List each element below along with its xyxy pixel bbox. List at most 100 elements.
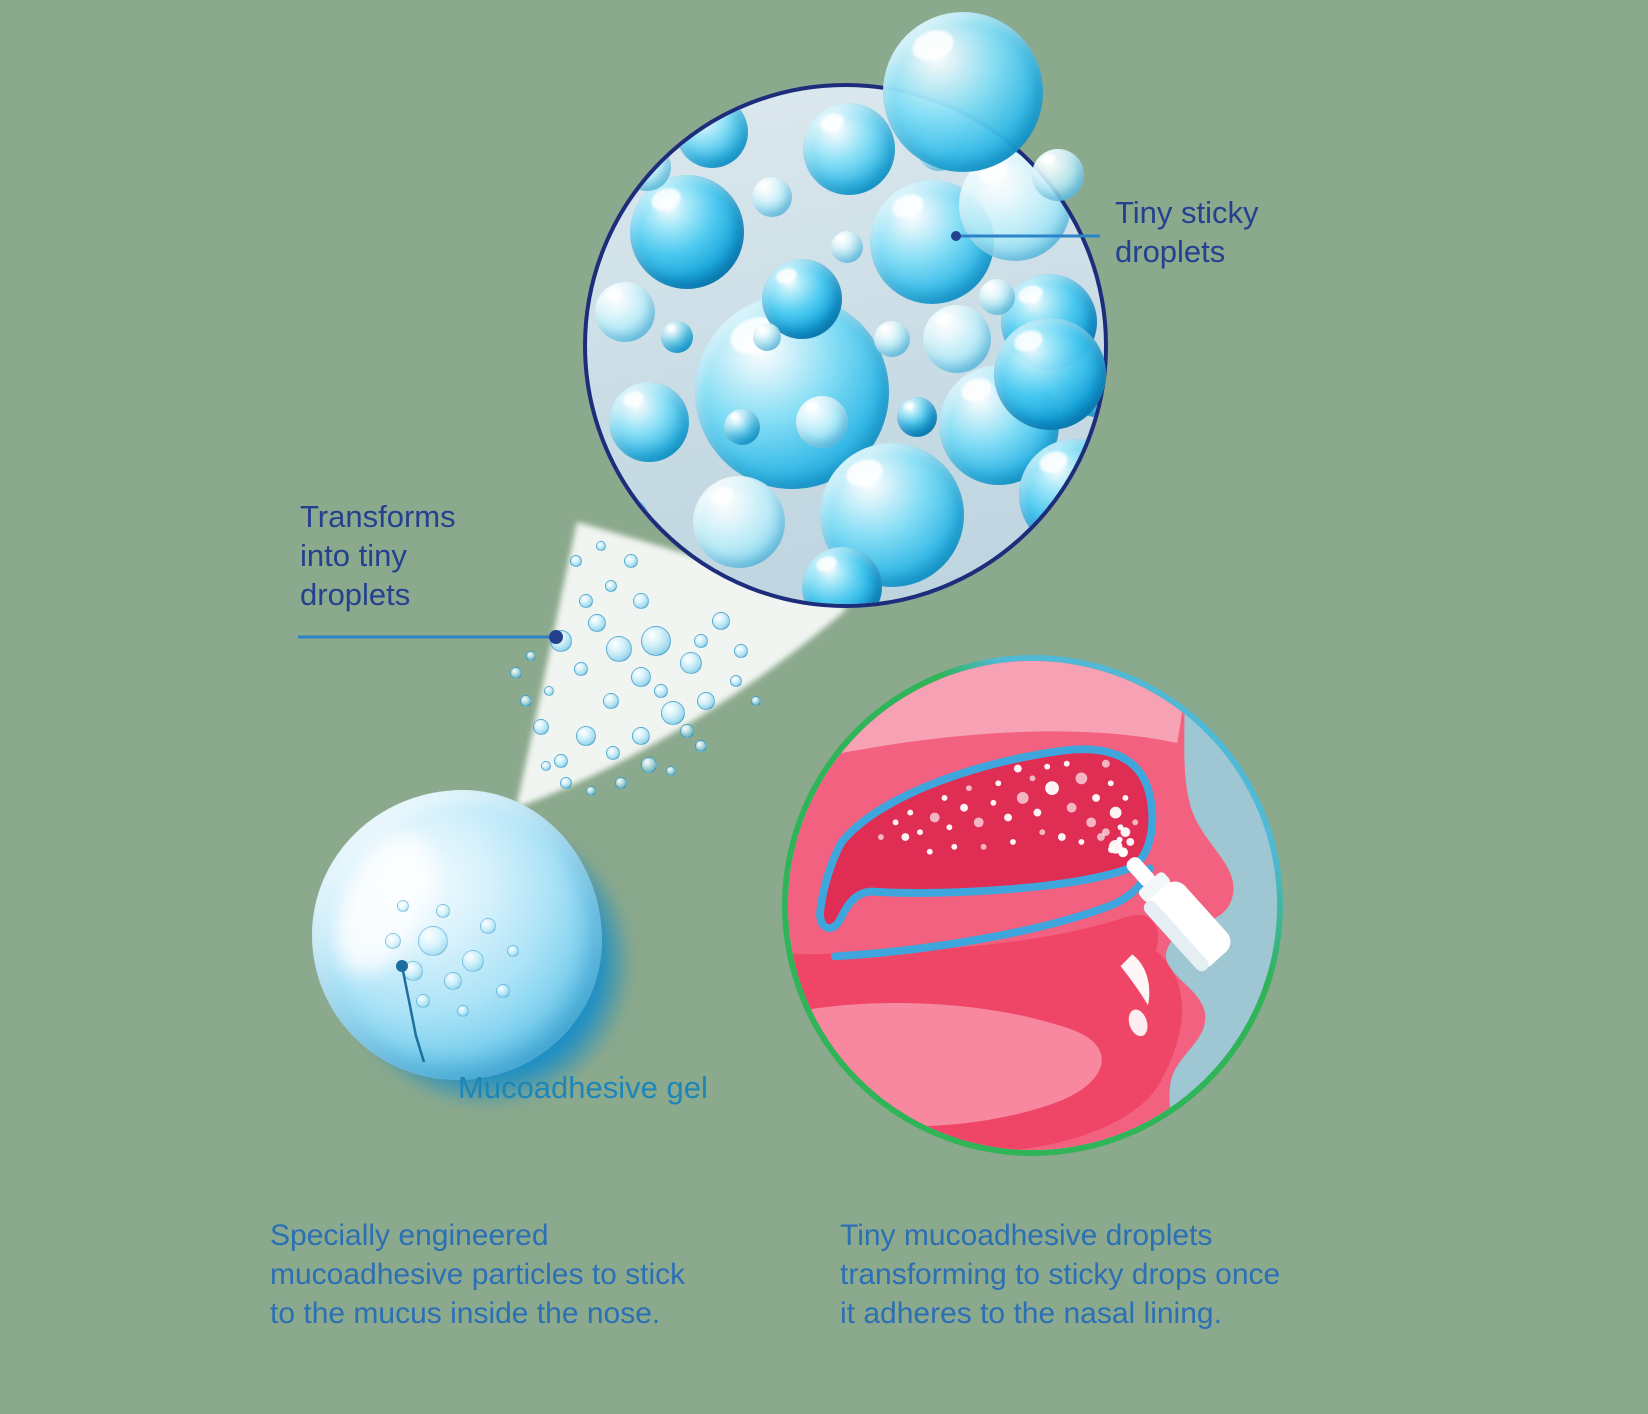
nasal-cavity [816, 745, 1157, 932]
mist-droplet [606, 636, 632, 662]
gel-bubble [418, 926, 448, 956]
mist-droplet [697, 692, 715, 710]
spray-droplets-in-cavity [877, 759, 1139, 855]
mist-droplet [615, 777, 627, 789]
mist-droplet [606, 746, 620, 760]
mist-droplet [550, 630, 572, 652]
mist-droplet [541, 761, 551, 771]
mist-droplet [641, 626, 671, 656]
bubble [595, 282, 655, 342]
mist-droplet [712, 612, 730, 630]
gel-bubble [462, 950, 484, 972]
mist-droplet [734, 644, 748, 658]
label-text-line: droplets [1115, 234, 1226, 269]
bubble [609, 382, 689, 462]
droplet-zoom-circle [583, 83, 1108, 608]
mist-droplet [641, 757, 657, 773]
mist-droplet [730, 675, 742, 687]
mist-droplet [680, 652, 702, 674]
bubble [874, 321, 910, 357]
bubble [605, 497, 649, 541]
caption-text-line: transforming to sticky drops once [840, 1258, 1281, 1291]
mist-droplet [586, 786, 596, 796]
bubble [1005, 99, 1065, 159]
bubble [753, 323, 781, 351]
nasal-cavity-circle [782, 655, 1283, 1156]
mist-droplet [579, 594, 593, 608]
caption-text-line: to the mucus inside the nose. [270, 1297, 661, 1330]
bubble [802, 547, 882, 604]
caption-text-line: Specially engineered [270, 1219, 549, 1252]
mist-droplet [661, 701, 685, 725]
bubble [923, 305, 991, 373]
mist-droplet [695, 740, 707, 752]
caption-text-line: Tiny mucoadhesive droplets [840, 1219, 1213, 1252]
mist-droplet [596, 541, 606, 551]
bubble [959, 149, 1071, 261]
bubble [796, 396, 848, 448]
mist-droplet [631, 667, 651, 687]
gel-bubble [444, 972, 462, 990]
gel-bubble [480, 918, 496, 934]
mist-droplet [560, 777, 572, 789]
nasal-cavity-illustration [788, 661, 1277, 1150]
label-transforms-into-tiny-droplets: Transforms into tiny droplets [300, 497, 456, 614]
caption-left: Specially engineered mucoadhesive partic… [270, 1216, 685, 1333]
palate-line [831, 864, 1154, 961]
label-text-line: into tiny [300, 538, 407, 573]
mist-droplet [624, 554, 638, 568]
label-text-line: Tiny sticky [1115, 195, 1259, 230]
bubble [917, 127, 961, 171]
bubble [979, 279, 1015, 315]
mist-droplet [520, 695, 532, 707]
label-text-line: droplets [300, 577, 411, 612]
mist-droplet [554, 754, 568, 768]
mist-droplet [570, 555, 582, 567]
caption-text-line: it adheres to the nasal lining. [840, 1297, 1222, 1330]
caption-text-line: mucoadhesive particles to stick [270, 1258, 686, 1291]
philtrum-highlight [1120, 954, 1150, 1006]
bubble [724, 409, 760, 445]
nasal-cavity-clip [788, 661, 1277, 1150]
mucoadhesive-gel-illustration [312, 790, 602, 1080]
gel-bubble [416, 994, 430, 1008]
gel-bubble [457, 1005, 469, 1017]
mist-droplet [510, 667, 522, 679]
nasal-spray-bottle [1108, 836, 1231, 972]
mist-droplet [526, 651, 536, 661]
bubble [1001, 274, 1097, 370]
bubble [752, 177, 792, 217]
mist-droplet [694, 634, 708, 648]
mist-droplet [632, 727, 650, 745]
mist-droplet [603, 693, 619, 709]
caption-right: Tiny mucoadhesive droplets transforming … [840, 1216, 1280, 1333]
bubble [623, 143, 671, 191]
gel-bubble [507, 945, 519, 957]
bubble [676, 96, 748, 168]
gel-bubble [403, 961, 423, 981]
bubble [831, 231, 863, 263]
bubble [897, 397, 937, 437]
mist-droplet [680, 724, 694, 738]
mist-droplet [605, 580, 617, 592]
lip-highlight [1128, 1009, 1148, 1037]
bubble [803, 103, 895, 195]
mist-droplet [533, 719, 549, 735]
label-tiny-sticky-droplets: Tiny sticky droplets [1115, 193, 1259, 271]
gel-bubble [397, 900, 409, 912]
gel-bubble [385, 933, 401, 949]
bubble [693, 476, 785, 568]
label-text-line: Transforms [300, 499, 456, 534]
mist-droplet [633, 593, 649, 609]
bubble [1067, 357, 1104, 417]
mist-droplet [544, 686, 554, 696]
mist-droplet [576, 726, 596, 746]
bubble [630, 175, 744, 289]
mist-droplet [574, 662, 588, 676]
gel-bubble [436, 904, 450, 918]
mist-droplet [654, 684, 668, 698]
bubble [1019, 439, 1104, 551]
mist-droplet [666, 766, 676, 776]
mist-droplet [751, 696, 761, 706]
